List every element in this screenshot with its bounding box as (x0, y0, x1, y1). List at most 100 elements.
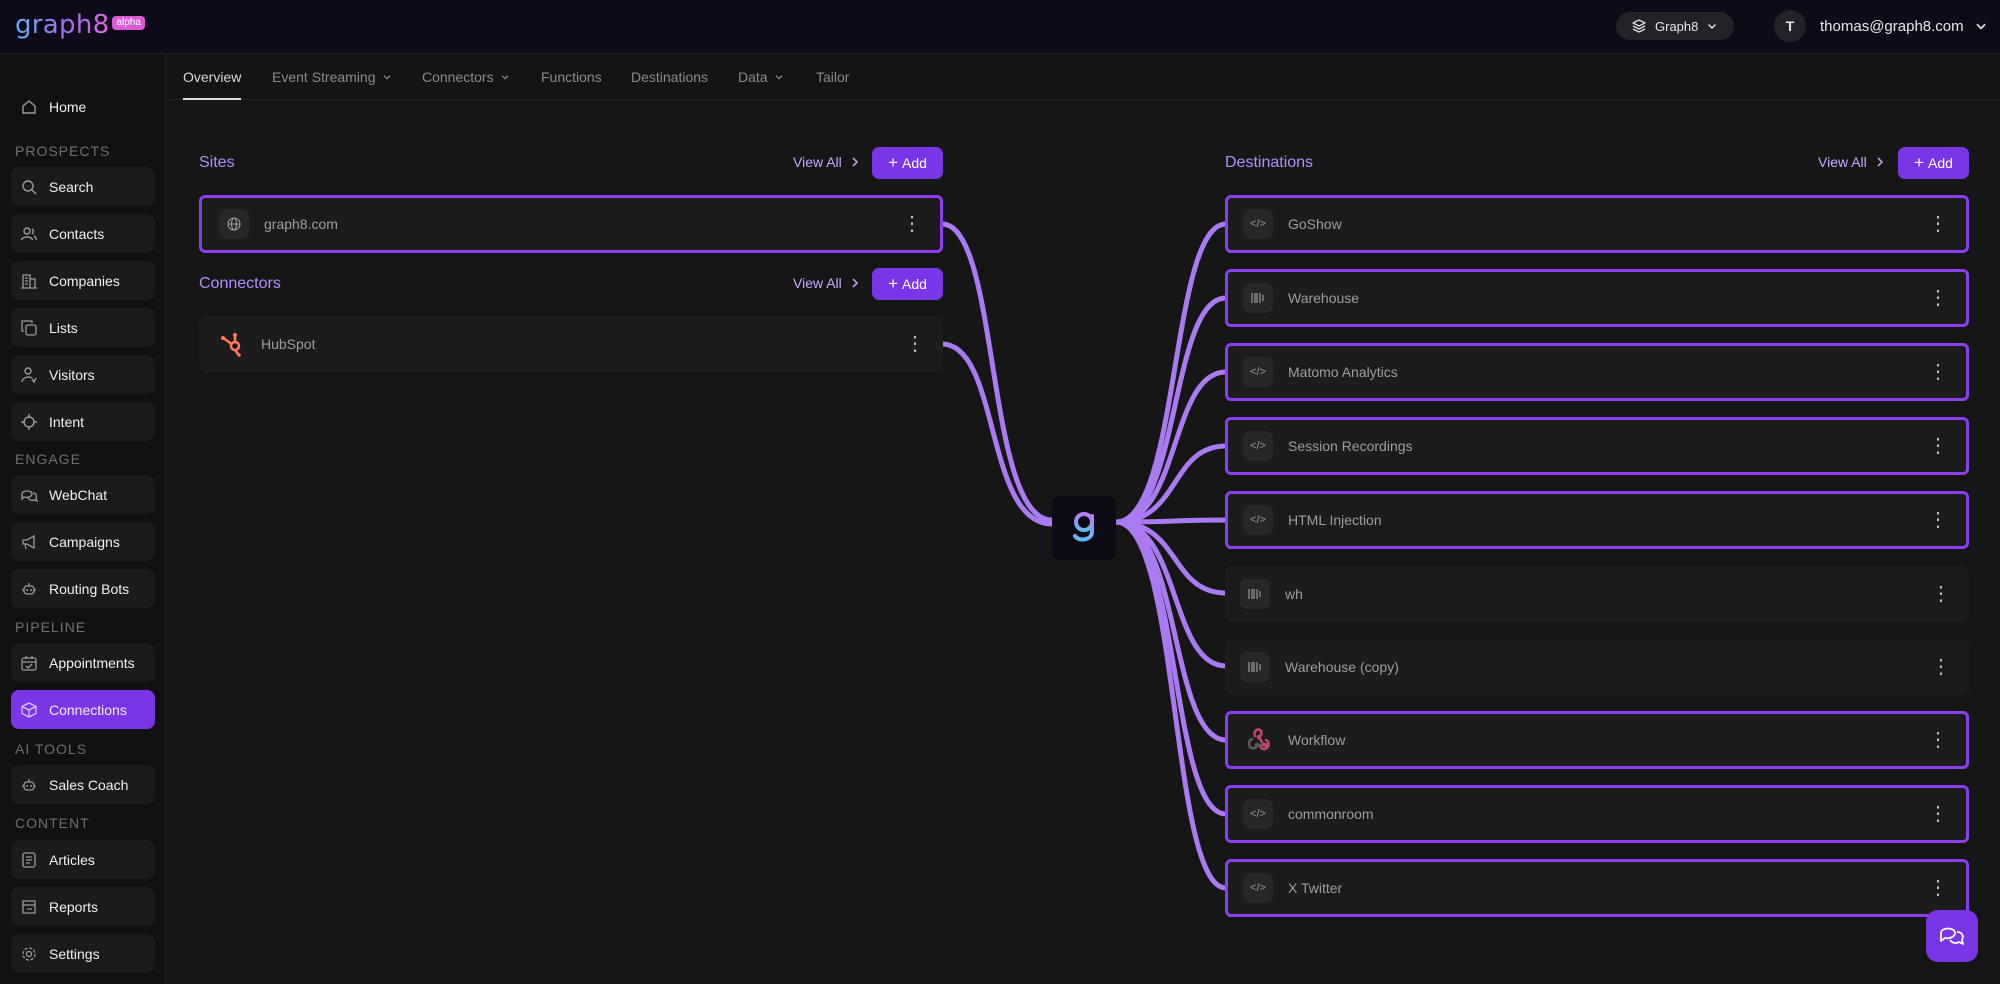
sidebar-item-sales-coach[interactable]: Sales Coach (11, 765, 155, 804)
sidebar-item-appointments[interactable]: Appointments (11, 643, 155, 682)
tab-label: Connectors (422, 69, 494, 85)
destination-name: Warehouse (copy) (1285, 659, 1399, 675)
graph8-logo[interactable]: graph8 alpha (15, 10, 145, 40)
sidebar-item-routing-bots[interactable]: Routing Bots (11, 569, 155, 608)
destination-name: wh (1285, 586, 1303, 602)
destination-name: Matomo Analytics (1288, 364, 1398, 380)
connectors-view-all-link[interactable]: View All (793, 275, 860, 291)
sidebar-item-connections[interactable]: Connections (11, 690, 155, 729)
chevron-down-icon (1708, 23, 1717, 30)
tab-destinations[interactable]: Destinations (631, 54, 708, 100)
connection-wires (939, 221, 1229, 891)
sidebar-item-label: Routing Bots (49, 580, 130, 597)
sidebar-item-contacts[interactable]: Contacts (11, 214, 155, 253)
chevron-down-icon (1975, 23, 1986, 30)
tab-functions[interactable]: Functions (541, 54, 602, 100)
more-vertical-icon[interactable]: ⋮ (1928, 729, 1948, 751)
destination-card[interactable]: </> Session Recordings ⋮ (1225, 417, 1969, 475)
code-icon: </> (1243, 873, 1273, 903)
users-icon (19, 224, 39, 244)
more-vertical-icon[interactable]: ⋮ (1928, 509, 1948, 531)
destination-card[interactable]: wh ⋮ (1225, 566, 1969, 622)
sidebar-item-label: Settings (49, 945, 100, 962)
more-vertical-icon[interactable]: ⋮ (902, 213, 922, 235)
destination-card[interactable]: Warehouse ⋮ (1225, 269, 1969, 327)
connector-card[interactable]: HubSpot ⋮ (199, 316, 943, 372)
sidebar-item-campaigns[interactable]: Campaigns (11, 522, 155, 561)
more-vertical-icon[interactable]: ⋮ (1928, 287, 1948, 309)
chevron-down-icon (501, 75, 508, 80)
site-card[interactable]: graph8.com ⋮ (199, 195, 943, 253)
sidebar-item-intent[interactable]: Intent (11, 402, 155, 441)
chevron-down-icon (383, 75, 390, 80)
destination-card[interactable]: Warehouse (copy) ⋮ (1225, 639, 1969, 695)
destination-card[interactable]: </> HTML Injection ⋮ (1225, 491, 1969, 549)
document-icon (19, 850, 39, 870)
cube-icon (19, 700, 39, 720)
destination-name: Session Recordings (1288, 438, 1413, 454)
more-vertical-icon[interactable]: ⋮ (1931, 583, 1951, 605)
more-vertical-icon[interactable]: ⋮ (905, 333, 925, 355)
tab-overview[interactable]: Overview (183, 54, 242, 100)
tab-data[interactable]: Data (738, 54, 784, 100)
gear-icon (19, 944, 39, 964)
connectors-title: Connectors (199, 275, 281, 292)
bot-icon (19, 579, 39, 599)
destination-name: GoShow (1288, 216, 1342, 232)
sites-view-all-link[interactable]: View All (793, 154, 860, 170)
more-vertical-icon[interactable]: ⋮ (1928, 361, 1948, 383)
sites-title: Sites (199, 154, 235, 171)
add-connector-button[interactable]: +Add (872, 268, 943, 300)
destination-name: X Twitter (1288, 880, 1343, 896)
webhook-icon (1243, 725, 1273, 755)
sidebar-item-label: Sales Coach (49, 776, 129, 793)
sidebar-item-settings[interactable]: Settings (11, 934, 155, 973)
tab-tailor[interactable]: Tailor (816, 54, 849, 100)
more-vertical-icon[interactable]: ⋮ (1928, 213, 1948, 235)
lists-icon (19, 318, 39, 338)
add-label: Add (1928, 155, 1953, 171)
destination-card[interactable]: Workflow ⋮ (1225, 711, 1969, 769)
destination-card[interactable]: </> GoShow ⋮ (1225, 195, 1969, 253)
sidebar-item-home[interactable]: Home (11, 87, 155, 126)
chat-support-button[interactable] (1926, 910, 1978, 962)
section-pipeline: PIPELINE (15, 619, 87, 635)
chat-icon (1940, 927, 1964, 945)
add-label: Add (902, 155, 927, 171)
destinations-view-all-link[interactable]: View All (1818, 154, 1885, 170)
sidebar-item-search[interactable]: Search (11, 167, 155, 206)
sidebar-item-articles[interactable]: Articles (11, 840, 155, 879)
bot-icon (19, 775, 39, 795)
destination-card[interactable]: </> X Twitter ⋮ (1225, 859, 1969, 917)
tab-label: Overview (183, 69, 242, 85)
tab-event-streaming[interactable]: Event Streaming (272, 54, 392, 100)
layers-icon (1632, 19, 1646, 33)
avatar: T (1774, 10, 1806, 42)
tab-connectors[interactable]: Connectors (422, 54, 510, 100)
section-engage: ENGAGE (15, 451, 81, 467)
more-vertical-icon[interactable]: ⋮ (1928, 803, 1948, 825)
more-vertical-icon[interactable]: ⋮ (1928, 877, 1948, 899)
add-destination-button[interactable]: +Add (1898, 147, 1969, 179)
destination-card[interactable]: </> Matomo Analytics ⋮ (1225, 343, 1969, 401)
workspace-switcher[interactable]: Graph8 (1616, 12, 1734, 40)
sidebar-item-companies[interactable]: Companies (11, 261, 155, 300)
add-site-button[interactable]: +Add (872, 147, 943, 179)
sidebar-item-lists[interactable]: Lists (11, 308, 155, 347)
wire-dest-3 (1113, 443, 1229, 525)
wire-dest-9 (1113, 519, 1229, 891)
section-ai-tools: AI TOOLS (15, 741, 88, 757)
more-vertical-icon[interactable]: ⋮ (1928, 435, 1948, 457)
more-vertical-icon[interactable]: ⋮ (1931, 656, 1951, 678)
user-menu[interactable]: T thomas@graph8.com (1774, 10, 1988, 42)
sidebar-item-webchat[interactable]: WebChat (11, 475, 155, 514)
destination-card[interactable]: </> commonroom ⋮ (1225, 785, 1969, 843)
sidebar: Home PROSPECTS Search Contacts Companies… (0, 54, 166, 984)
sidebar-item-reports[interactable]: Reports (11, 887, 155, 926)
tab-label: Event Streaming (272, 69, 376, 85)
destinations-title: Destinations (1225, 154, 1314, 171)
site-name: graph8.com (264, 216, 338, 232)
wire-site (939, 221, 1055, 523)
hubspot-icon (218, 330, 246, 358)
sidebar-item-visitors[interactable]: Visitors (11, 355, 155, 394)
